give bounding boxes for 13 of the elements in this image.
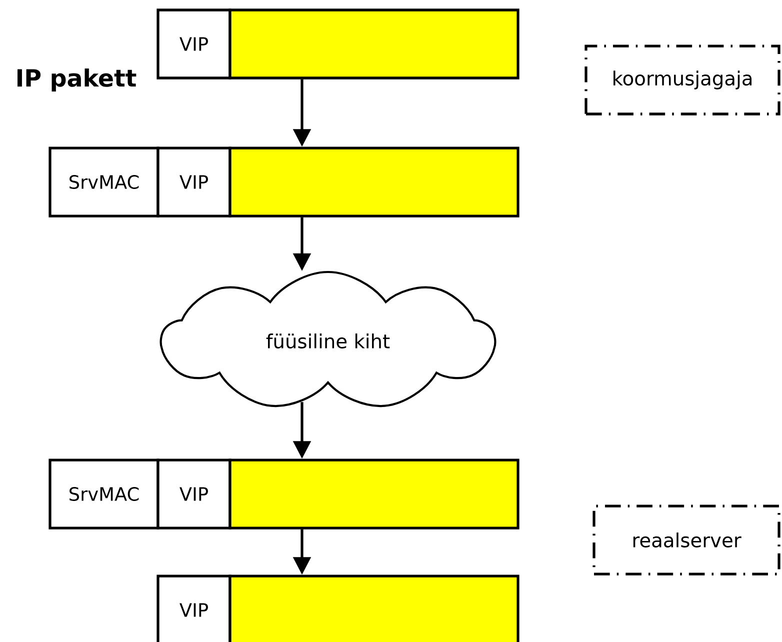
payload-box	[228, 146, 520, 218]
header-field: VIP	[156, 146, 232, 218]
payload-box	[228, 458, 520, 530]
row-label: IP pakett	[18, 68, 136, 92]
header-field: VIP	[156, 574, 232, 642]
payload-box	[228, 8, 520, 80]
header-field: SrvMAC	[48, 458, 160, 530]
header-field: VIP	[156, 458, 232, 530]
header-field: VIP	[156, 8, 232, 80]
role-box: koormusjagaja	[584, 44, 780, 116]
payload-box	[228, 574, 520, 642]
header-field: SrvMAC	[48, 146, 160, 218]
role-box: reaalserver	[592, 504, 780, 576]
